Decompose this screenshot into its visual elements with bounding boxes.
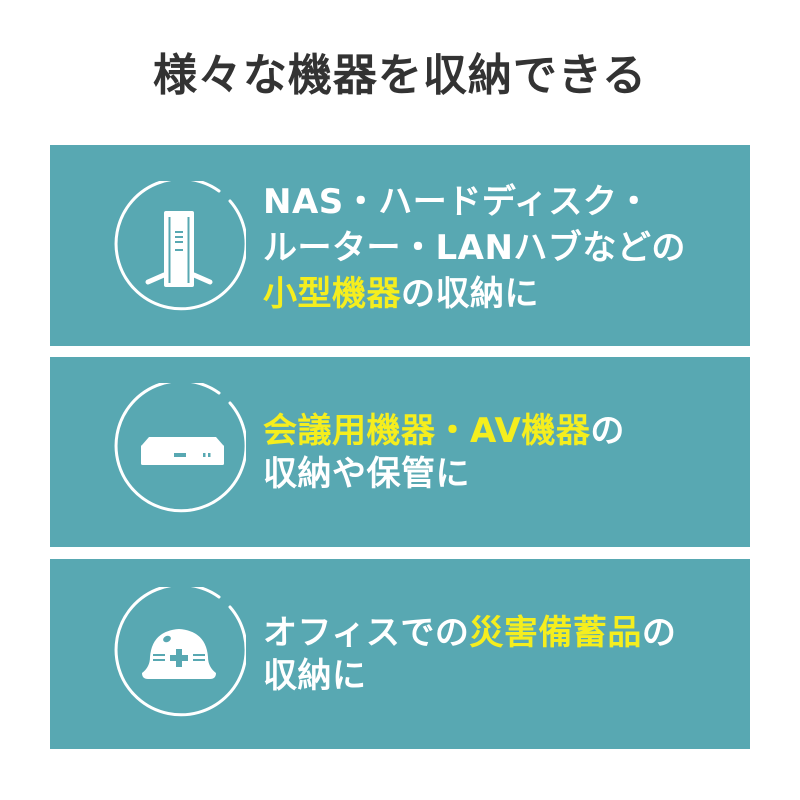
feature-panel-av-devices: 会議用機器・AV機器の 収納や保管に <box>50 357 750 547</box>
feature-text: 会議用機器・AV機器の 収納や保管に <box>263 410 740 496</box>
nas-tower-icon <box>112 181 246 315</box>
text-segment: の <box>641 613 677 653</box>
highlight-text: 会議用機器・AV機器 <box>263 411 591 451</box>
text-line: オフィスでの災害備蓄品の <box>263 612 740 655</box>
feature-text: オフィスでの災害備蓄品の 収納に <box>263 612 740 698</box>
text-segment: 収納に <box>263 656 367 696</box>
text-segment: ルーター・LANハブなどの <box>263 228 686 268</box>
feature-panel-small-devices: NAS・ハードディスク・ ルーター・LANハブなどの 小型機器の収納に <box>50 145 750 346</box>
text-line: 収納に <box>263 655 740 698</box>
text-segment: オフィスでの <box>263 613 470 653</box>
text-segment: NAS・ハードディスク・ <box>263 182 652 222</box>
text-line: NAS・ハードディスク・ <box>263 179 740 225</box>
av-device-icon <box>112 383 246 517</box>
highlight-text: 小型機器 <box>263 274 401 314</box>
text-line: 会議用機器・AV機器の <box>263 410 740 453</box>
highlight-text: 災害備蓄品 <box>469 613 642 653</box>
text-segment: の <box>590 411 625 451</box>
page-title: 様々な機器を収納できる <box>152 50 648 101</box>
text-segment: 収納や保管に <box>263 454 470 494</box>
text-line: 収納や保管に <box>263 453 740 496</box>
text-line: 小型機器の収納に <box>263 271 740 317</box>
safety-helmet-icon <box>112 587 246 721</box>
text-segment: の収納に <box>401 274 539 314</box>
feature-panel-disaster-supplies: オフィスでの災害備蓄品の 収納に <box>50 559 750 749</box>
feature-text: NAS・ハードディスク・ ルーター・LANハブなどの 小型機器の収納に <box>263 179 740 317</box>
text-line: ルーター・LANハブなどの <box>263 225 740 271</box>
